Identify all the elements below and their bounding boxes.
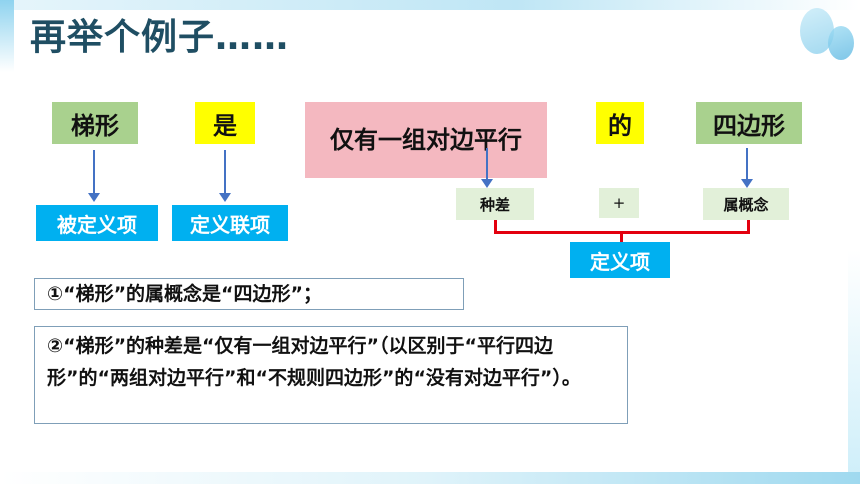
arrow-term-down	[88, 150, 100, 202]
bracket-stem	[620, 232, 623, 244]
left-decor-bar	[0, 0, 14, 72]
genus-box: 四边形	[696, 102, 802, 144]
plus-sign: +	[599, 188, 639, 218]
definiens-label: 定义项	[570, 242, 670, 278]
particle-box: 的	[596, 102, 644, 144]
right-decor-bar	[848, 250, 860, 484]
species-difference-label: 种差	[456, 188, 534, 220]
arrow-difference-down	[481, 148, 493, 188]
term-box: 梯形	[52, 102, 138, 144]
genus-concept-label: 属概念	[703, 188, 789, 220]
definiendum-label: 被定义项	[36, 205, 158, 241]
slide-title: 再举个例子……	[30, 17, 290, 58]
top-decor-bar	[0, 0, 860, 10]
copula-term-label: 定义联项	[172, 205, 288, 241]
bottom-decor-bar	[0, 472, 860, 484]
copula-box: 是	[195, 102, 255, 144]
note-difference: ②“梯形”的种差是“仅有一组对边平行”（以区别于“平行四边形”的“两组对边平行”…	[34, 326, 628, 424]
arrow-copula-down	[219, 150, 231, 202]
decor-bubble-small	[828, 26, 854, 60]
difference-box: 仅有一组对边平行	[305, 102, 547, 178]
note-genus: ①“梯形”的属概念是“四边形”；	[34, 278, 464, 310]
arrow-genus-down	[741, 148, 753, 188]
